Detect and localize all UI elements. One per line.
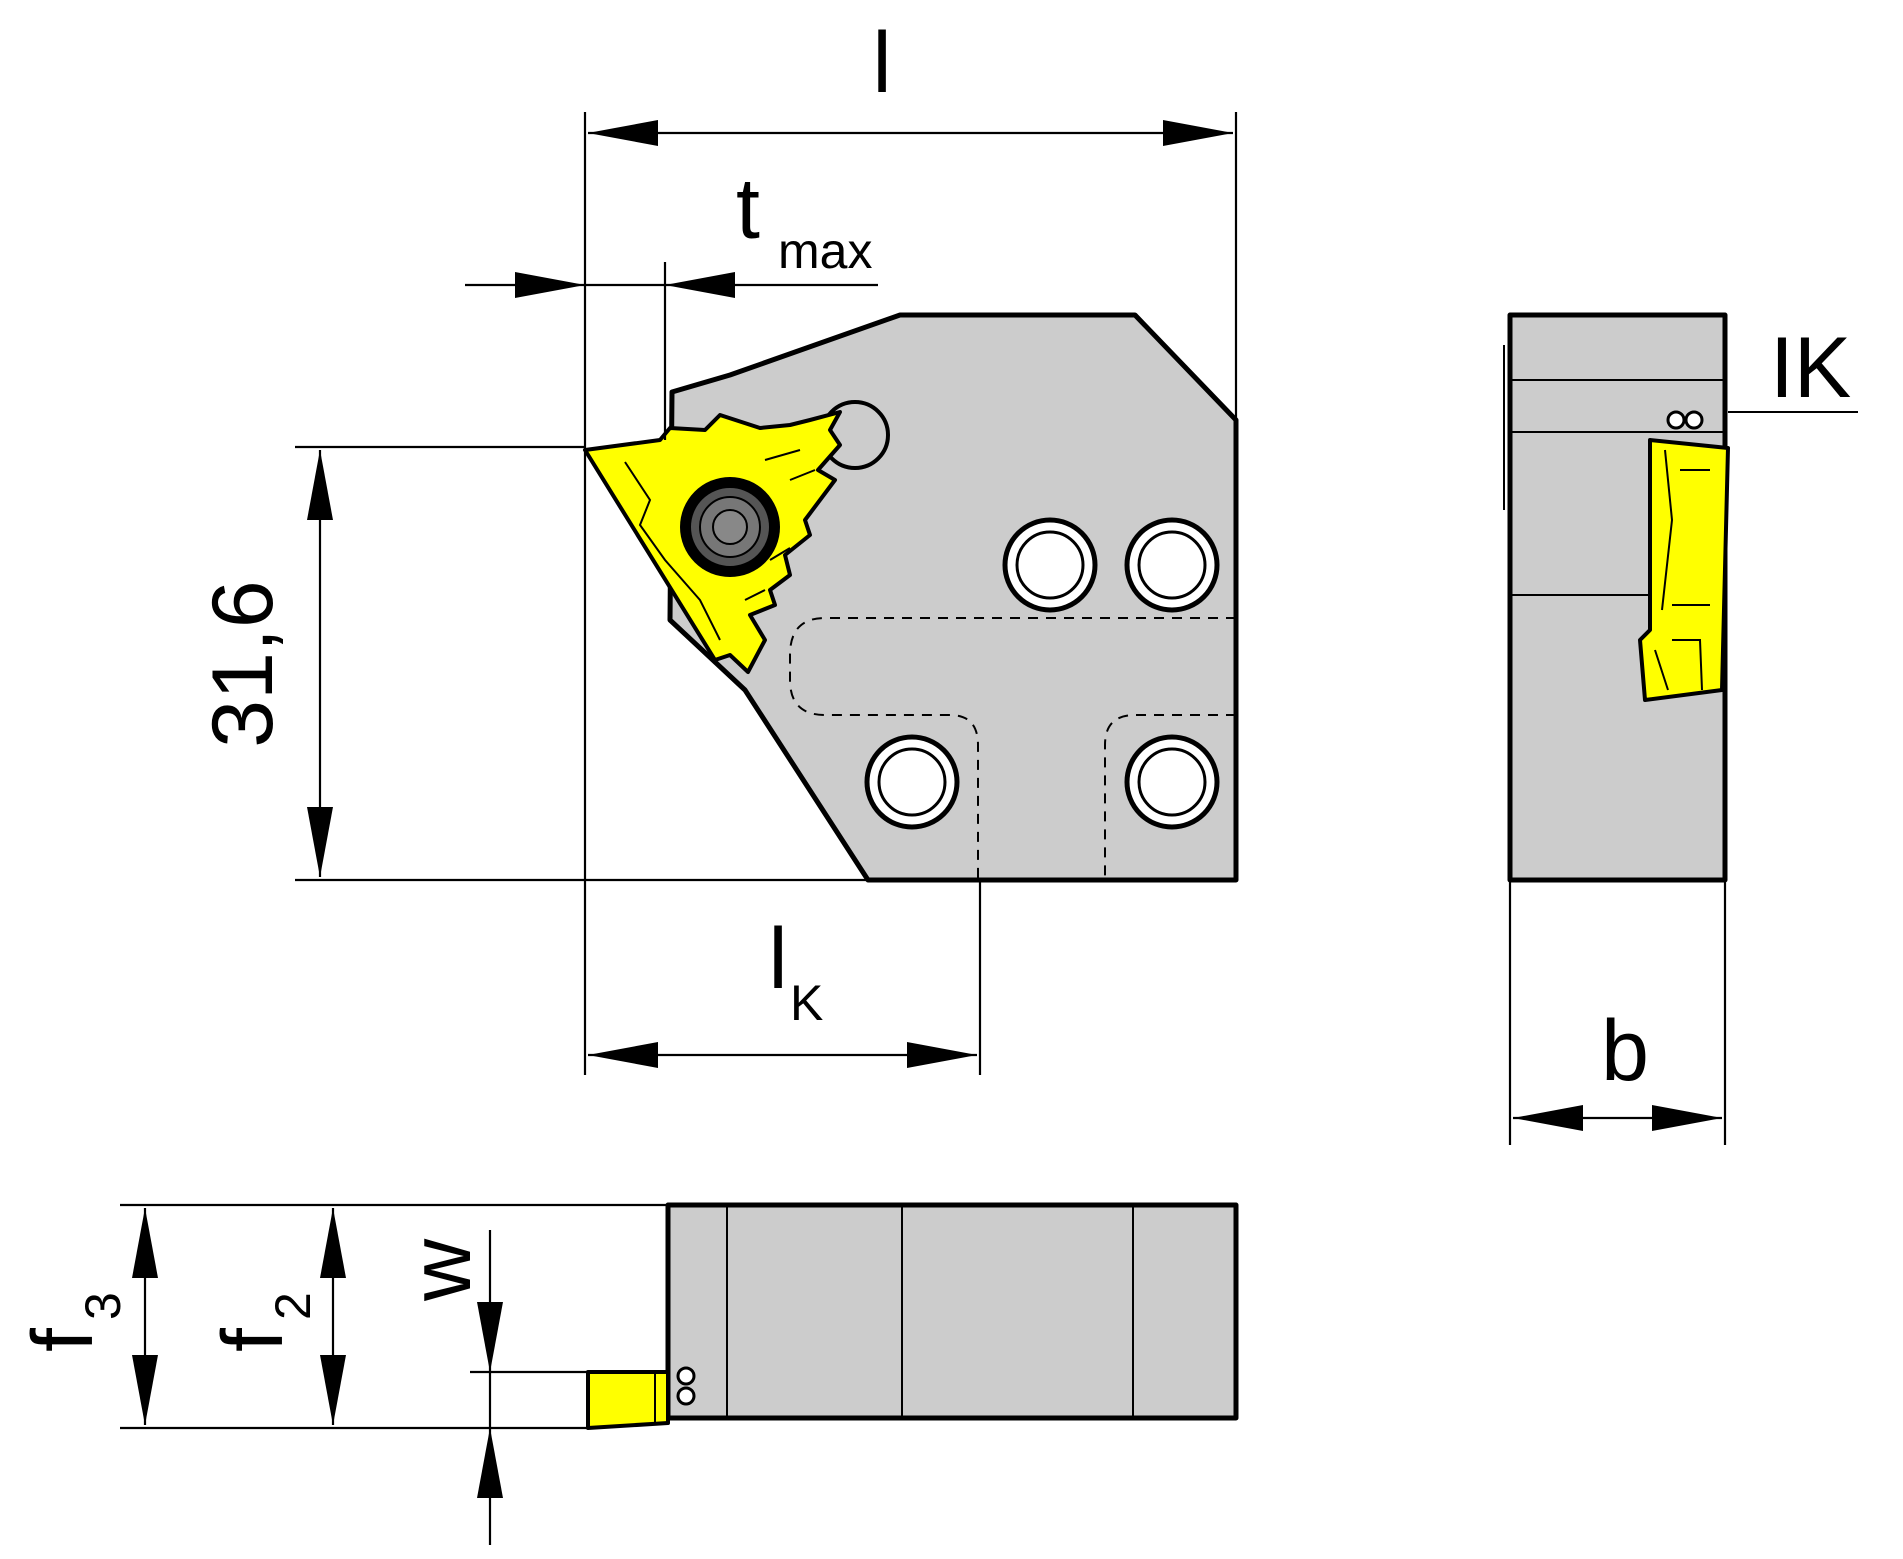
screw-tip-icon: [676, 1386, 696, 1406]
top-view: f 3 f 2 w: [15, 1202, 1239, 1545]
label-f3-sub: 3: [75, 1292, 131, 1320]
label-w: w: [393, 1238, 489, 1302]
arrowhead: [307, 450, 333, 520]
arrowhead: [1513, 1105, 1583, 1131]
screw-tip-icon: [1684, 410, 1704, 430]
mounting-hole: [864, 734, 960, 830]
mounting-hole: [1002, 517, 1098, 613]
insert-tooth: [744, 449, 816, 601]
label-lk: l: [768, 911, 787, 1007]
side-insert-edge: [1654, 449, 1710, 691]
label-b: b: [1601, 1003, 1649, 1099]
label-t: t: [736, 161, 760, 257]
arrowhead: [477, 1302, 503, 1372]
arrowhead: [588, 120, 658, 146]
label-t-sub: max: [778, 223, 872, 279]
top-insert: [586, 1370, 670, 1430]
arrowhead: [1163, 120, 1233, 146]
arrowhead: [132, 1355, 158, 1425]
mounting-hole: [1124, 734, 1220, 830]
side-view: IK b: [1503, 312, 1858, 1145]
side-insert: [1638, 438, 1730, 702]
arrowhead: [1652, 1105, 1722, 1131]
label-f2-sub: 2: [265, 1292, 321, 1320]
arrowhead: [132, 1208, 158, 1278]
screw-tip-icon: [676, 1366, 696, 1386]
label-f2: f: [205, 1327, 301, 1352]
screw-tip-icon: [1666, 410, 1686, 430]
arrowhead: [665, 272, 735, 298]
label-l: l: [872, 15, 891, 111]
front-view: l t max 31,6 l K: [195, 15, 1239, 1075]
arrowhead: [320, 1355, 346, 1425]
label-lk-sub: K: [790, 975, 823, 1031]
coolant-channel-2: [1104, 714, 1236, 880]
arrowhead: [515, 272, 585, 298]
mounting-hole: [1124, 517, 1220, 613]
label-f3: f: [15, 1327, 111, 1352]
arrowhead: [907, 1042, 977, 1068]
arrowhead: [477, 1428, 503, 1498]
label-316: 31,6: [195, 580, 291, 747]
label-ik: IK: [1770, 320, 1851, 416]
arrowhead: [588, 1042, 658, 1068]
insert-edge: [624, 461, 721, 641]
clamp-screw: [680, 477, 780, 577]
arrowhead: [320, 1208, 346, 1278]
coolant-channel: [789, 617, 1236, 880]
arrowhead: [307, 807, 333, 877]
top-body: [665, 1202, 1239, 1421]
